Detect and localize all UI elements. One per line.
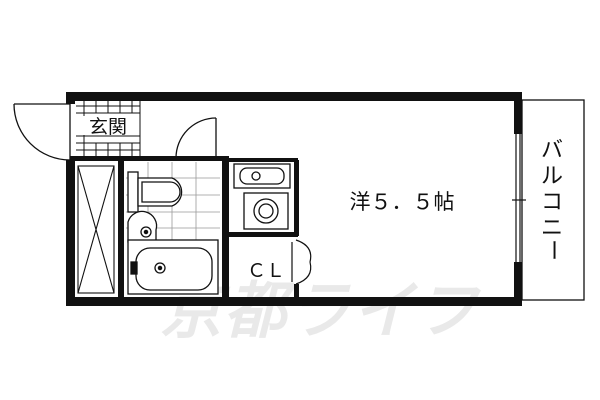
entrance-hatch	[76, 101, 141, 156]
wash-sink-icon	[233, 163, 291, 189]
inner-walls	[70, 156, 299, 306]
balcony-char-3: コ	[541, 190, 563, 215]
bathtub-icon	[127, 239, 219, 295]
closet-door-icon	[291, 239, 312, 285]
interior-door-icon	[175, 117, 217, 160]
kitchen-storage	[77, 165, 115, 294]
toilet-icon	[127, 171, 183, 213]
window	[512, 134, 526, 262]
balcony-label: バ ル コ ニ ー	[540, 138, 565, 261]
balcony-outline	[521, 99, 585, 301]
balcony-char-5: ー	[540, 239, 565, 261]
washbasin-icon	[127, 210, 158, 243]
washing-machine-icon	[243, 192, 289, 230]
western-room-label: 洋５．５帖	[350, 190, 455, 214]
entrance-door-icon	[13, 103, 71, 161]
balcony-char-2: ル	[541, 164, 563, 189]
balcony-char-4: ニ	[541, 216, 563, 241]
entrance-label: 玄関	[89, 116, 127, 138]
closet-label: ＣＬ	[247, 260, 285, 282]
balcony-char-1: バ	[541, 138, 563, 163]
